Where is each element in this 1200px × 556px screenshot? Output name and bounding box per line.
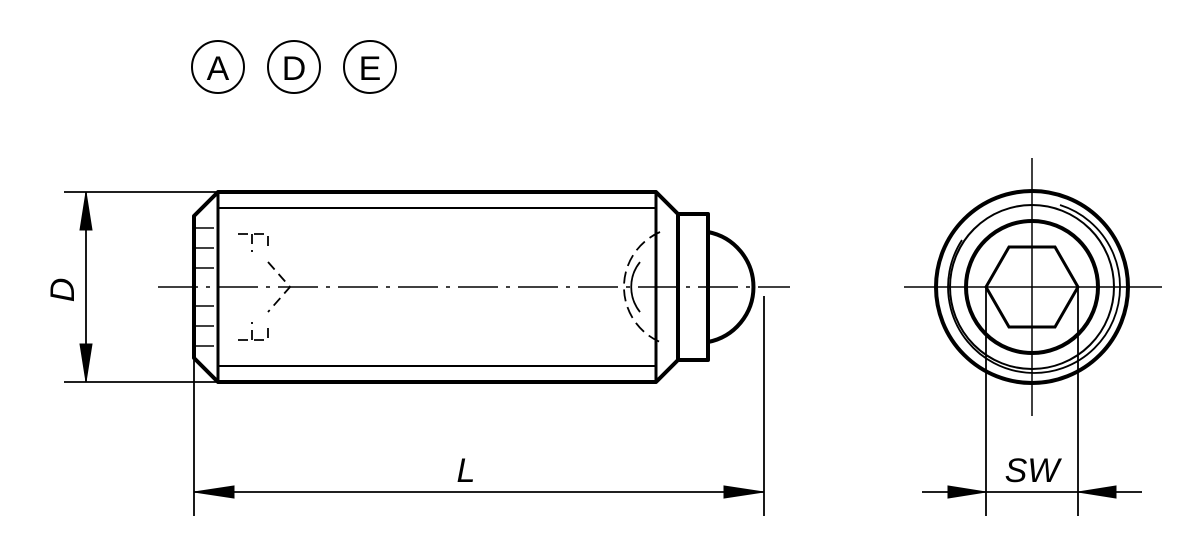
- ball-hidden-outline: [623, 231, 661, 343]
- variant-label-d: D: [282, 50, 307, 88]
- ball-hidden-arc: [630, 261, 641, 313]
- variant-label-e: E: [359, 50, 382, 88]
- dimension-l: L: [193, 296, 765, 516]
- label-d: D: [44, 278, 82, 303]
- ball-tip: [707, 230, 756, 344]
- thread-root-arc: [947, 204, 1121, 374]
- knurl-marks: [194, 227, 214, 347]
- socket-circle: [964, 219, 1100, 355]
- outer-thread-circle: [934, 189, 1130, 385]
- variant-label-a: A: [207, 50, 230, 88]
- variant-badges: A D E: [191, 40, 397, 94]
- dimension-sw: SW: [922, 287, 1142, 516]
- variant-badge-a: A: [191, 40, 245, 94]
- variant-badge-d: D: [267, 40, 321, 94]
- end-view: [904, 158, 1162, 416]
- inner-thread-circle: [949, 204, 1115, 370]
- label-l: L: [457, 452, 476, 490]
- side-view: [158, 190, 790, 384]
- dimension-d: D: [44, 191, 218, 383]
- variant-badge-e: E: [343, 40, 397, 94]
- label-sw: SW: [1005, 452, 1063, 490]
